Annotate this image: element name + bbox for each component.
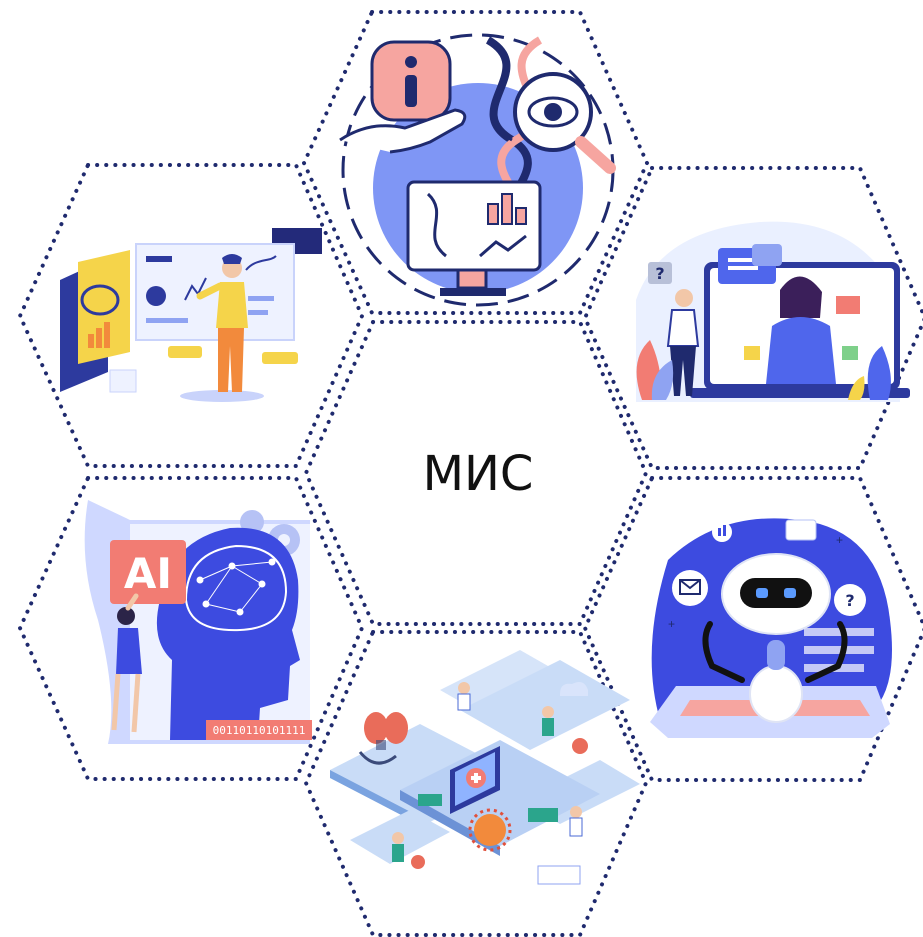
chart-bubble-icon	[712, 522, 732, 542]
stethoscope-icon	[358, 751, 397, 765]
center-title: МИС	[423, 446, 534, 502]
binary-code: 00110110101111	[213, 724, 306, 737]
hexagon-grid	[17, 10, 923, 937]
isometric-hospital-illustration	[330, 650, 640, 885]
robot-eye-left	[756, 588, 768, 598]
svg-text:+: +	[668, 617, 675, 631]
lungs-icon	[364, 712, 388, 744]
virus-icon	[474, 814, 506, 846]
ai-badge-label: AI	[124, 549, 172, 598]
binary-strip	[206, 720, 312, 740]
analyst-dashboard-illustration	[60, 228, 322, 402]
ai-badge	[110, 540, 186, 604]
robot-eye-right	[784, 588, 796, 598]
hex-bottom-right	[582, 476, 923, 782]
hex-center	[303, 320, 649, 626]
hex-top-left	[17, 163, 365, 468]
hex-bottom	[303, 630, 649, 937]
video-consultation-illustration: ?	[636, 221, 910, 402]
svg-text:+: +	[836, 533, 843, 547]
hex-top-right	[582, 166, 923, 470]
hex-top	[301, 10, 650, 315]
question-bubble-icon	[834, 584, 866, 616]
head-silhouette	[156, 527, 300, 740]
info-dna-monitor-illustration	[339, 33, 616, 307]
chatbot-robot-illustration: ? + +	[650, 518, 892, 738]
hex-bottom-left	[17, 476, 365, 781]
ai-brain-illustration: AI 00110110101111	[84, 500, 312, 744]
cloud-icon	[560, 682, 588, 696]
question-icon: ?	[655, 264, 664, 283]
svg-text:?: ?	[845, 591, 854, 610]
mail-icon	[836, 296, 860, 314]
